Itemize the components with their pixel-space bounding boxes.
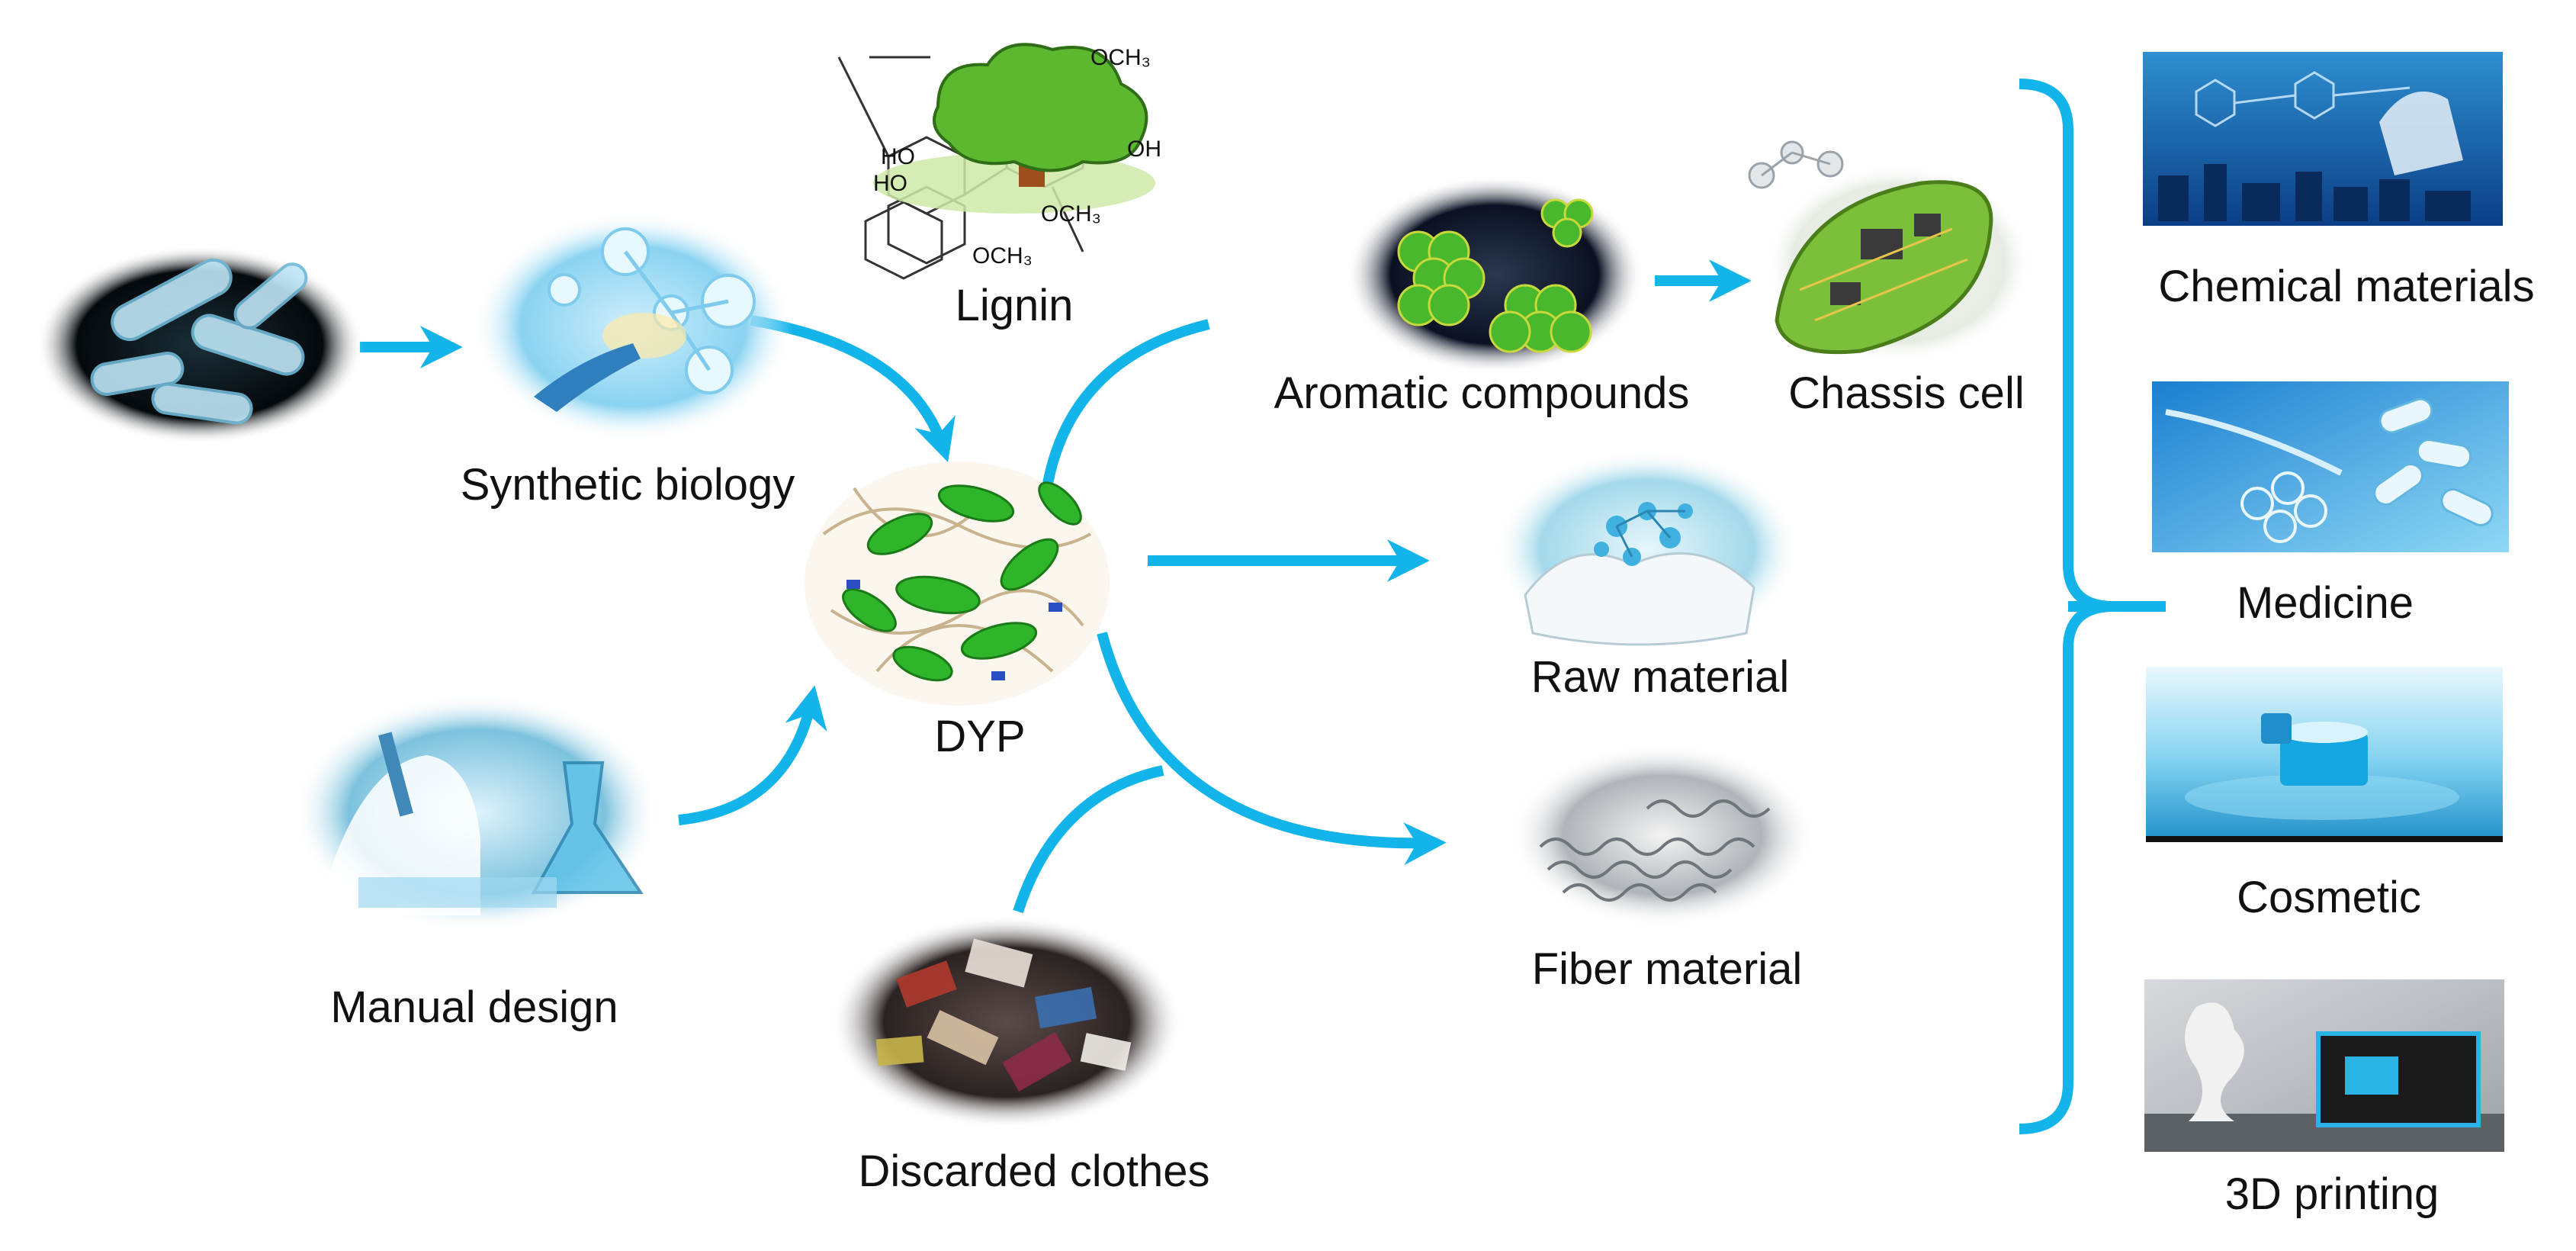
bacteria-image (36, 246, 364, 444)
cosmetic-label: Cosmetic (2237, 873, 2421, 922)
lignin-och3-label-3: OCH₃ (972, 243, 1033, 269)
arrow-dyp-to-fiber-material (1097, 632, 1447, 866)
medicine-image (2152, 381, 2509, 552)
fiber-material-image (1510, 744, 1815, 927)
3d-printing-image (2144, 979, 2504, 1152)
lignin-label: Lignin (956, 281, 1074, 330)
chemical-materials-image (2143, 52, 2503, 226)
lignin-image: HO HO OH OCH₃ OCH₃ OCH₃ (837, 43, 1161, 280)
synthetic-biology-image (473, 212, 793, 441)
lignin-och3-label-1: OCH₃ (1090, 45, 1151, 70)
3d-printing-label: 3D printing (2225, 1169, 2439, 1219)
arrow-discarded-clothes-merge (1013, 765, 1164, 914)
arrow-manual-design-to-dyp (678, 685, 827, 825)
lignin-oh-label: OH (1127, 137, 1161, 162)
chassis-cell-label: Chassis cell (1788, 368, 2024, 418)
dyp-protein-image (805, 461, 1110, 706)
cosmetic-image (2146, 667, 2503, 842)
lignin-ho-label-1: HO (881, 144, 915, 169)
lignin-och3-label-2: OCH₃ (1041, 201, 1101, 227)
chassis-cell-image (1748, 140, 2032, 362)
raw-material-image (1495, 450, 1800, 648)
aromatic-compounds-label: Aromatic compounds (1274, 368, 1690, 418)
chemical-materials-label: Chemical materials (2158, 262, 2534, 311)
fiber-material-label: Fiber material (1532, 944, 1803, 994)
manual-design-image (294, 694, 660, 931)
discarded-clothes-image (831, 915, 1182, 1129)
dyp-label: DYP (934, 712, 1025, 761)
aromatic-compounds-image (1346, 175, 1643, 374)
raw-material-label: Raw material (1531, 652, 1789, 702)
manual-design-label: Manual design (330, 982, 618, 1032)
synthetic-biology-label: Synthetic biology (461, 460, 795, 510)
lignin-ho-label-2: HO (873, 171, 907, 196)
discarded-clothes-label: Discarded clothes (859, 1146, 1210, 1196)
arrow-dyp-to-aromatic-compounds (1041, 319, 1210, 494)
medicine-label: Medicine (2237, 578, 2414, 628)
